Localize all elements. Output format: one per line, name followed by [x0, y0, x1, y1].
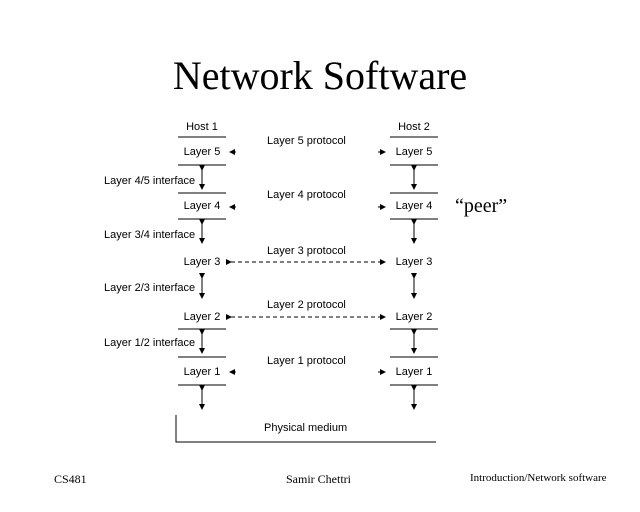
slide-title: Network Software [172, 53, 468, 98]
layer5-protocol: Layer 5 protocol [267, 135, 346, 147]
host1-layer5: Layer 5 [183, 146, 221, 158]
layer34-interface: Layer 3/4 interface [104, 229, 196, 241]
physical-medium-line [175, 415, 436, 443]
layer4-protocol: Layer 4 protocol [267, 189, 346, 201]
host1-layer4: Layer 4 [183, 200, 221, 212]
host2-layer4: Layer 4 [395, 200, 433, 212]
layer2-protocol: Layer 2 protocol [267, 299, 346, 311]
layer3-protocol: Layer 3 protocol [267, 245, 346, 257]
host2-label: Host 2 [398, 121, 430, 133]
layer1-protocol: Layer 1 protocol [267, 355, 346, 367]
host2-layer5: Layer 5 [395, 146, 433, 158]
host2-layer1: Layer 1 [395, 366, 433, 378]
footer-course: CS481 [54, 472, 87, 486]
layer12-interface: Layer 1/2 interface [104, 337, 196, 349]
peer-annotation: “peer” [455, 195, 508, 217]
footer-topic: Introduction/Network software [470, 472, 607, 484]
host2-layer3: Layer 3 [395, 256, 433, 268]
layer45-interface: Layer 4/5 interface [104, 175, 196, 187]
host1-layer2: Layer 2 [183, 311, 221, 323]
host1-layer1: Layer 1 [183, 366, 221, 378]
host2-layer2: Layer 2 [395, 311, 433, 323]
physical-medium-label: Physical medium [264, 422, 348, 434]
host1-label: Host 1 [186, 121, 218, 133]
host1-layer3: Layer 3 [183, 256, 221, 268]
footer-author: Samir Chettri [286, 472, 351, 486]
layer23-interface: Layer 2/3 interface [104, 282, 196, 294]
